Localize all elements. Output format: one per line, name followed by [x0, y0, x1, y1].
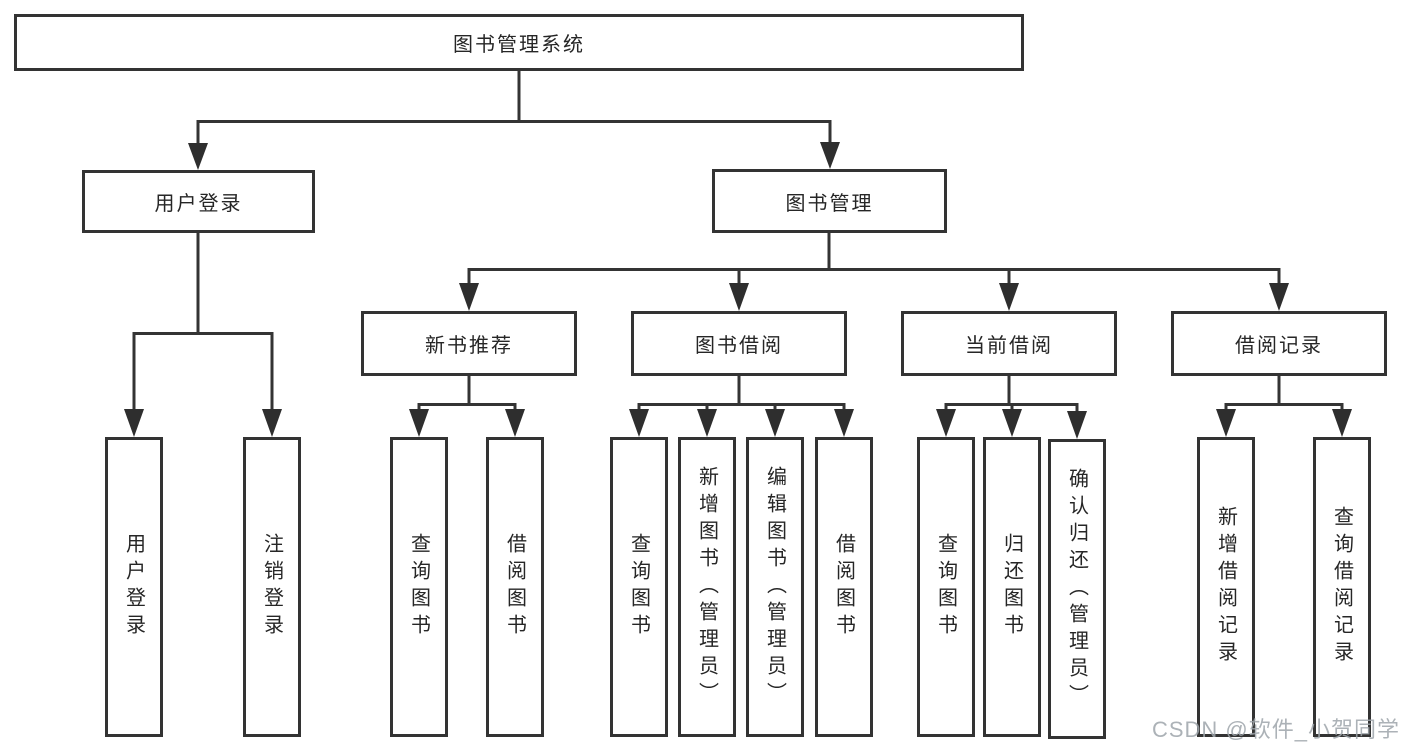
- leaf-query-borrow-record: 查询借阅记录: [1313, 437, 1371, 737]
- connector-user-login-to-leaves: [124, 233, 282, 437]
- leaf-edit-books-admin: 编辑图书（管理员）: [746, 437, 804, 737]
- leaf-add-borrow-record: 新增借阅记录: [1197, 437, 1255, 737]
- connector-book-borrowing-to-leaves: [629, 376, 854, 437]
- leaf-borrow-books-recommend: 借阅图书: [486, 437, 544, 737]
- watermark: CSDN @软件_小贺同学: [1151, 717, 1400, 742]
- leaf-add-books-admin: 新增图书（管理员）: [678, 437, 736, 737]
- leaf-query-books-recommend: 查询图书: [390, 437, 448, 737]
- node-user-login: 用户登录: [82, 170, 315, 233]
- leaf-confirm-return-admin: 确认归还（管理员）: [1048, 439, 1106, 739]
- connector-new-book-to-leaves: [409, 376, 525, 437]
- leaf-return-books: 归还图书: [983, 437, 1041, 737]
- leaf-borrow-books: 借阅图书: [815, 437, 873, 737]
- node-new-book-recommend: 新书推荐: [361, 311, 577, 376]
- node-borrowing-records: 借阅记录: [1171, 311, 1387, 376]
- leaf-logout: 注销登录: [243, 437, 301, 737]
- connector-borrowing-records-to-leaves: [1216, 376, 1352, 437]
- leaf-query-books-borrowing: 查询图书: [610, 437, 668, 737]
- node-current-borrowing: 当前借阅: [901, 311, 1117, 376]
- connector-book-management-to-level3: [459, 233, 1289, 311]
- node-library-management-system: 图书管理系统: [14, 14, 1024, 71]
- connector-root-to-level2: [188, 70, 840, 170]
- node-book-management: 图书管理: [712, 169, 947, 233]
- leaf-query-books-current: 查询图书: [917, 437, 975, 737]
- connector-current-borrowing-to-leaves: [936, 376, 1087, 439]
- leaf-user-login: 用户登录: [105, 437, 163, 737]
- node-book-borrowing: 图书借阅: [631, 311, 847, 376]
